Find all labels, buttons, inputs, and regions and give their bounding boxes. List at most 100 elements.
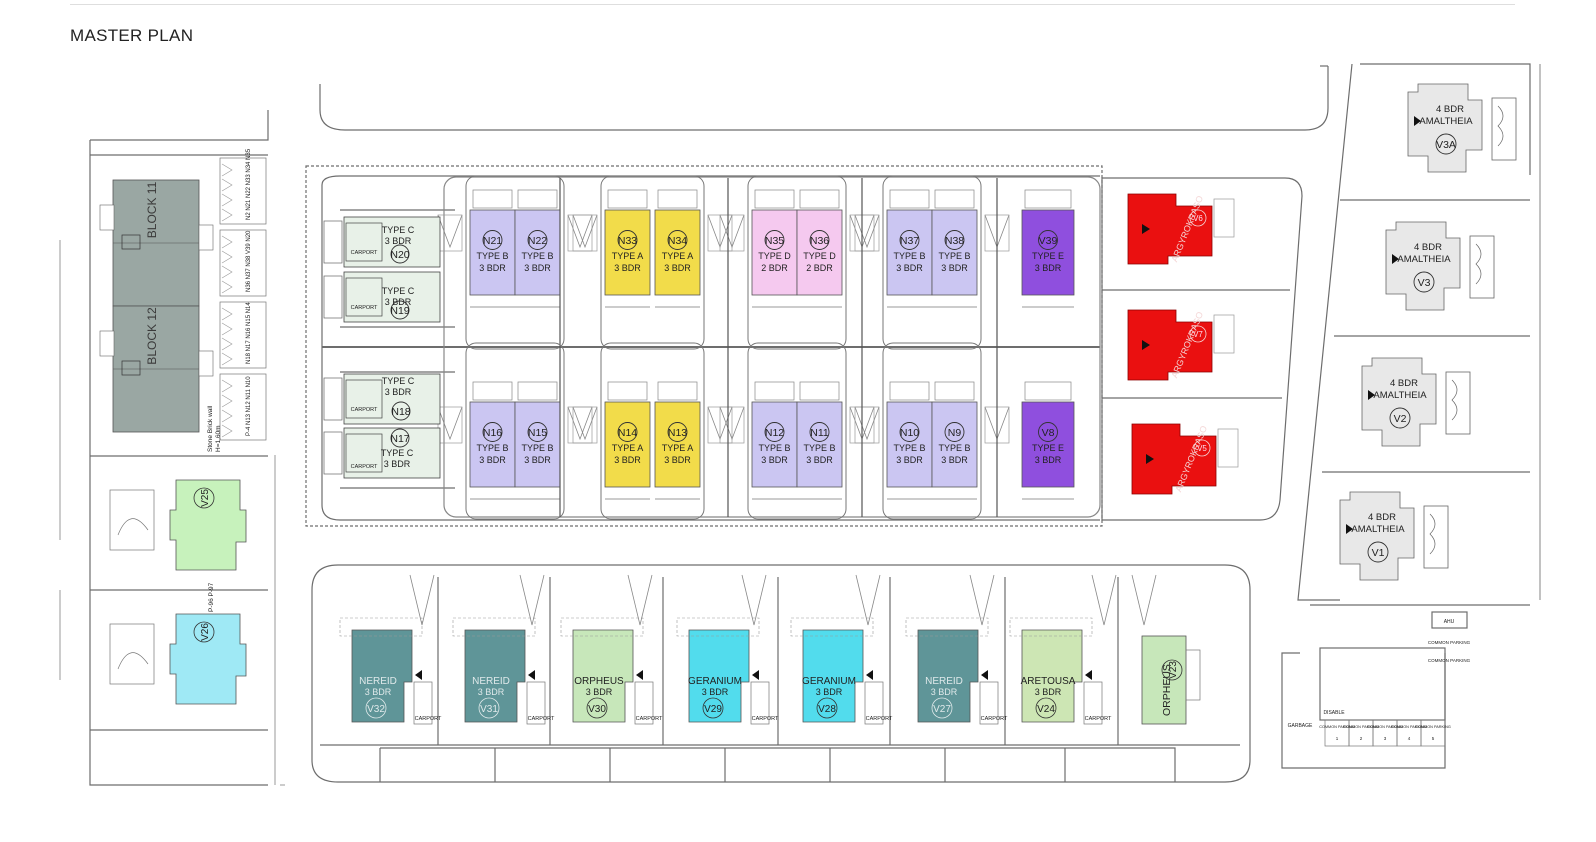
unit-type: TYPE B bbox=[521, 443, 553, 453]
common-parking-number: 1 bbox=[1336, 736, 1339, 741]
plot-frame bbox=[882, 342, 982, 520]
unit-steps bbox=[323, 431, 343, 475]
parking-label: N2 N21 N22 N33 N34 N35 bbox=[246, 148, 252, 220]
villa-name: NEREID bbox=[359, 676, 397, 687]
unit-code: N16 bbox=[483, 427, 502, 439]
villa-bedrooms: 3 BDR bbox=[586, 687, 613, 697]
villa-footprint bbox=[802, 629, 864, 723]
villa-code: V23 bbox=[1168, 661, 1179, 679]
villa-bedrooms: 4 BDR bbox=[1390, 378, 1418, 389]
villa-name: GERANIUM bbox=[802, 676, 856, 687]
carport-outline bbox=[413, 681, 433, 725]
unit-garden bbox=[607, 381, 648, 401]
unit-footprint bbox=[931, 401, 978, 488]
villa-code-circle bbox=[1035, 697, 1057, 719]
unit-code: N11 bbox=[810, 427, 829, 439]
driveway-mark bbox=[969, 574, 995, 626]
unit-code: N34 bbox=[668, 235, 687, 247]
villa-pool bbox=[1423, 505, 1449, 569]
block-11: BLOCK 11 bbox=[99, 179, 214, 307]
villa-code: V1 bbox=[1372, 547, 1385, 559]
entrance-arrow-icon bbox=[981, 670, 988, 680]
stall-mark bbox=[221, 409, 233, 423]
unit-footprint bbox=[654, 209, 701, 296]
stair-icon bbox=[121, 234, 141, 250]
unit-bedrooms: 3 BDR bbox=[385, 387, 412, 397]
unit-footprint bbox=[751, 401, 798, 488]
driveway-bay bbox=[437, 406, 463, 444]
block-label-group: BLOCK 12 bbox=[145, 307, 159, 365]
villa-code-circle bbox=[1389, 407, 1411, 429]
villa-pool bbox=[1217, 428, 1239, 468]
villa-code: V3 bbox=[1418, 277, 1431, 289]
unit-bedrooms: 3 BDR bbox=[614, 263, 641, 273]
stall-mark bbox=[221, 394, 233, 408]
carport-outline bbox=[345, 433, 383, 473]
unit-code: N19 bbox=[390, 305, 409, 317]
carport-label: CARPORT bbox=[351, 305, 378, 311]
unit-garden bbox=[607, 189, 648, 209]
driveway-mark bbox=[437, 214, 463, 249]
stall-mark bbox=[221, 193, 233, 207]
villa-garden bbox=[905, 617, 989, 637]
unit-steps bbox=[323, 275, 343, 319]
unit-garden bbox=[517, 381, 558, 401]
unit-type: TYPE B bbox=[476, 443, 508, 453]
villa-pool bbox=[109, 623, 155, 685]
unit-type: TYPE A bbox=[662, 443, 694, 453]
driveway-bay bbox=[854, 406, 880, 444]
unit-footprint bbox=[796, 209, 843, 296]
block-12: BLOCK 12 bbox=[99, 305, 214, 433]
villa-code-group: V23 bbox=[1161, 659, 1183, 681]
plot-frame bbox=[747, 175, 847, 350]
plot-frame bbox=[600, 342, 705, 520]
villa-garden bbox=[560, 617, 644, 637]
villa-code-circle bbox=[1189, 325, 1207, 343]
parking-v25-group: P-96 P-97 bbox=[208, 582, 215, 612]
unit-code: N9 bbox=[948, 427, 962, 439]
parking-stalls bbox=[219, 301, 267, 369]
unit-bedrooms: 3 BDR bbox=[524, 263, 551, 273]
driveway-mark bbox=[741, 574, 767, 626]
villa-footprint bbox=[1339, 491, 1415, 581]
common-parking-label: COMMON PARKING bbox=[1367, 725, 1403, 729]
unit-code: N13 bbox=[668, 427, 687, 439]
driveway-mark bbox=[854, 406, 880, 441]
driveway-mark bbox=[567, 406, 593, 441]
unit-footprint bbox=[604, 401, 651, 488]
villa-code-circle bbox=[1367, 541, 1389, 563]
carport-outline bbox=[345, 222, 383, 262]
unit-code-circle bbox=[482, 422, 503, 442]
unit-bedrooms: 2 BDR bbox=[806, 263, 833, 273]
unit-code-circle bbox=[390, 244, 410, 264]
villa-bedrooms: 3 BDR bbox=[365, 687, 392, 697]
top-divider bbox=[70, 4, 1515, 5]
unit-type: TYPE B bbox=[803, 443, 835, 453]
common-parking-label: COMMON PARKING bbox=[1343, 725, 1379, 729]
carport-label: CARPORT bbox=[528, 716, 555, 722]
common-parking-label: COMMON PARKING bbox=[1319, 725, 1355, 729]
villa-annex bbox=[1185, 649, 1201, 701]
carport-label: CARPORT bbox=[636, 716, 663, 722]
villa-footprint bbox=[1127, 309, 1213, 381]
common-parking-number: 5 bbox=[1432, 736, 1435, 741]
villa-name: ORPHEUS bbox=[574, 676, 624, 687]
stair-icon bbox=[121, 360, 141, 376]
stall-mark bbox=[221, 337, 233, 351]
villa-name: ORPHEUS bbox=[1161, 664, 1173, 716]
carport-label: CARPORT bbox=[981, 716, 1008, 722]
stall-mark bbox=[221, 163, 233, 177]
villa-v25: V25 bbox=[109, 479, 247, 571]
unit-code-circle bbox=[809, 422, 830, 442]
carport-label: CARPORT bbox=[752, 716, 779, 722]
driveway-mark bbox=[719, 214, 745, 249]
